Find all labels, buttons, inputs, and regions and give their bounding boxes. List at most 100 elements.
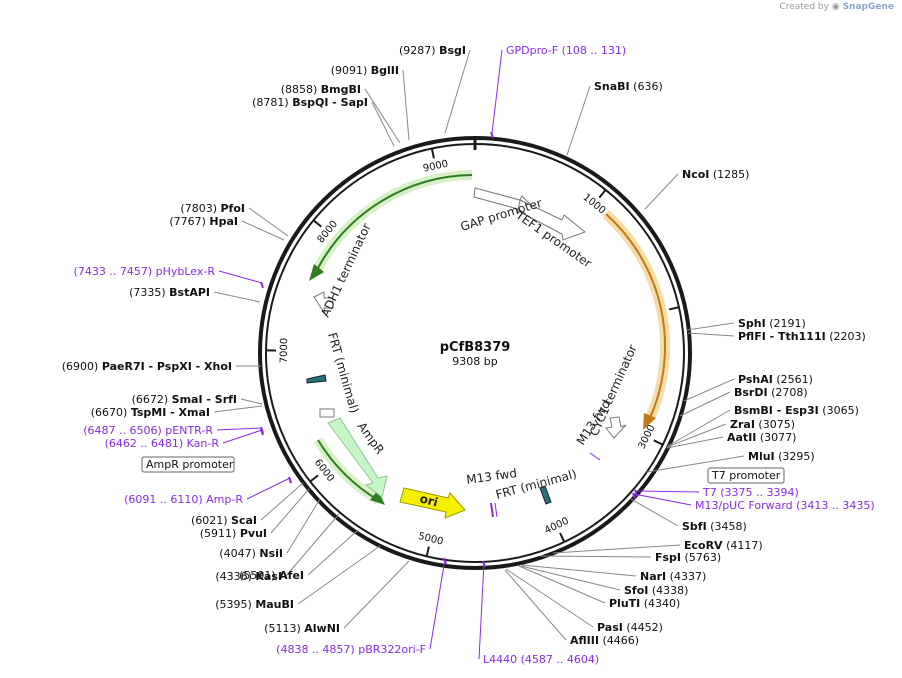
enzyme-name: PshAI bbox=[738, 373, 773, 386]
enzyme-position: (2203) bbox=[826, 330, 866, 343]
feature-label-frt-left[interactable]: FRT (minimal) bbox=[325, 331, 361, 415]
leader-line bbox=[307, 529, 359, 576]
enzyme-site-label[interactable]: (7767) HpaI bbox=[169, 215, 238, 228]
enzyme-name: NarI bbox=[640, 570, 666, 583]
enzyme-site-label[interactable]: FspI (5763) bbox=[655, 551, 721, 564]
leader-line bbox=[444, 49, 471, 134]
enzyme-site-label[interactable]: (6021) ScaI bbox=[191, 514, 257, 527]
primer-site-label[interactable]: (6462 .. 6481) Kan-R bbox=[105, 437, 220, 450]
enzyme-name: SfoI bbox=[624, 584, 648, 597]
tef1-promoter-arrow[interactable] bbox=[517, 199, 587, 241]
enzyme-site-label[interactable]: (7803) PfoI bbox=[180, 202, 245, 215]
enzyme-site-label[interactable]: BsmBI - Esp3I (3065) bbox=[734, 404, 859, 417]
primer-binding-mark bbox=[288, 476, 292, 484]
m13-fwd-primer-mark bbox=[490, 502, 494, 518]
enzyme-site-label[interactable]: (7335) BstAPI bbox=[129, 286, 210, 299]
enzyme-site-label[interactable]: NcoI (1285) bbox=[682, 168, 749, 181]
primer-site-label[interactable]: GPDpro-F (108 .. 131) bbox=[506, 44, 626, 57]
enzyme-position: (3077) bbox=[756, 431, 796, 444]
feature-label-ori[interactable]: ori bbox=[418, 491, 439, 509]
leader-line bbox=[371, 101, 395, 147]
enzyme-site-label[interactable]: (5591) AfeI bbox=[239, 569, 304, 582]
enzyme-site-label[interactable]: MluI (3295) bbox=[748, 450, 815, 463]
primer-site-label[interactable]: (4838 .. 4857) pBR322ori-F bbox=[276, 643, 426, 656]
leader-line bbox=[248, 207, 289, 237]
tick-label: 1000 bbox=[581, 192, 608, 216]
tick-mark bbox=[312, 219, 322, 228]
primer-text: Kan-R bbox=[187, 437, 220, 450]
enzyme-name: ZraI bbox=[730, 418, 755, 431]
enzyme-name: BglII bbox=[371, 64, 399, 77]
enzyme-site-label[interactable]: PasI (4452) bbox=[597, 621, 663, 634]
primer-site-label[interactable]: T7 (3375 .. 3394) bbox=[702, 486, 799, 499]
enzyme-site-label[interactable]: (5911) PvuI bbox=[200, 527, 267, 540]
enzyme-site-label[interactable]: SfoI (4338) bbox=[624, 584, 688, 597]
leader-line bbox=[246, 477, 291, 500]
enzyme-site-label[interactable]: SbfI (3458) bbox=[682, 520, 747, 533]
tick-mark bbox=[598, 189, 607, 199]
enzyme-position: (9287) bbox=[399, 44, 439, 57]
enzyme-labels: (9287) BsgI(9091) BglII (8858) BmgBI(8781… bbox=[62, 44, 866, 647]
tick-label: 5000 bbox=[417, 531, 444, 548]
enzyme-site-label[interactable]: (9287) BsgI bbox=[399, 44, 466, 57]
enzyme-site-label[interactable]: (8781) BspQI - SapI bbox=[252, 96, 368, 109]
ampr-cds-arrow[interactable] bbox=[327, 417, 388, 498]
leader-line bbox=[491, 49, 503, 134]
enzyme-site-label[interactable]: (4047) NsiI bbox=[219, 547, 283, 560]
plasmid-length: 9308 bp bbox=[452, 355, 497, 368]
enzyme-site-label[interactable]: SnaBI (636) bbox=[594, 80, 663, 93]
enzyme-site-label[interactable]: NarI (4337) bbox=[640, 570, 706, 583]
frt-right-marker bbox=[539, 485, 552, 505]
enzyme-site-label[interactable]: (5395) MauBI bbox=[215, 598, 294, 611]
frt-left-marker bbox=[306, 374, 327, 384]
primer-site-label[interactable]: (7433 .. 7457) pHybLex-R bbox=[74, 265, 216, 278]
enzyme-site-label[interactable]: (6900) PaeR7I - PspXI - XhoI bbox=[62, 360, 232, 373]
enzyme-name: HpaI bbox=[209, 215, 238, 228]
enzyme-site-label[interactable]: EcoRV (4117) bbox=[684, 539, 763, 552]
adh1-terminator-arrow bbox=[317, 174, 473, 269]
enzyme-name: SbfI bbox=[682, 520, 707, 533]
leader-line bbox=[518, 565, 606, 604]
enzyme-site-label[interactable]: AflIII (4466) bbox=[570, 634, 639, 647]
enzyme-site-label[interactable]: SphI (2191) bbox=[738, 317, 806, 330]
enzyme-position: (3458) bbox=[707, 520, 747, 533]
enzyme-site-label[interactable]: ZraI (3075) bbox=[730, 418, 795, 431]
enzyme-site-label[interactable]: (5113) AlwNI bbox=[264, 622, 340, 635]
enzyme-site-label[interactable]: BsrDI (2708) bbox=[734, 386, 808, 399]
enzyme-site-label[interactable]: (6670) TspMI - XmaI bbox=[91, 406, 210, 419]
ori-arrow[interactable] bbox=[399, 487, 466, 519]
enzyme-site-label[interactable]: PflFI - Tth111I (2203) bbox=[738, 330, 866, 343]
leader-line bbox=[635, 490, 700, 493]
enzyme-site-label[interactable]: (8858) BmgBI bbox=[281, 83, 361, 96]
leader-line bbox=[646, 455, 745, 473]
primer-site-label[interactable]: (6487 .. 6506) pENTR-R bbox=[83, 424, 213, 437]
enzyme-name: ScaI bbox=[231, 514, 257, 527]
enzyme-site-label[interactable]: (4336) KasI bbox=[215, 570, 282, 583]
enzyme-site-label[interactable]: (9091) BglII bbox=[331, 64, 399, 77]
enzyme-name: EcoRV bbox=[684, 539, 723, 552]
enzyme-position: (6670) bbox=[91, 406, 131, 419]
leader-line bbox=[644, 173, 679, 210]
enzyme-name: TspMI - XmaI bbox=[131, 406, 210, 419]
enzyme-site-label[interactable]: PluTI (4340) bbox=[609, 597, 680, 610]
credit-brand: SnapGene bbox=[842, 2, 894, 12]
primer-labels: GPDpro-F (108 .. 131) (7433 .. 7457) pHyb… bbox=[74, 44, 875, 666]
leader-line bbox=[213, 291, 261, 303]
leader-line bbox=[270, 488, 310, 534]
enzyme-position: (5395) bbox=[215, 598, 255, 611]
enzyme-position: (4466) bbox=[599, 634, 639, 647]
enzyme-name: AatII bbox=[727, 431, 756, 444]
primer-site-label[interactable]: L4440 (4587 .. 4604) bbox=[483, 653, 599, 666]
leader-line bbox=[686, 322, 735, 331]
enzyme-site-label[interactable]: PshAI (2561) bbox=[738, 373, 813, 386]
boxed-label-ampr-promoter[interactable]: AmpR promoter bbox=[146, 458, 234, 471]
primer-site-label[interactable]: M13/pUC Forward (3413 .. 3435) bbox=[695, 499, 875, 512]
enzyme-name: PluTI bbox=[609, 597, 640, 610]
tick-mark bbox=[559, 532, 566, 543]
enzyme-site-label[interactable]: (6672) SmaI - SrfI bbox=[132, 393, 237, 406]
boxed-label-t7-promoter[interactable]: T7 promoter bbox=[711, 469, 781, 482]
enzyme-site-label[interactable]: AatII (3077) bbox=[727, 431, 796, 444]
leader-line bbox=[505, 568, 594, 628]
primer-site-label[interactable]: (6091 .. 6110) Amp-R bbox=[124, 493, 243, 506]
primer-text: (6091 .. 6110) bbox=[124, 493, 206, 506]
